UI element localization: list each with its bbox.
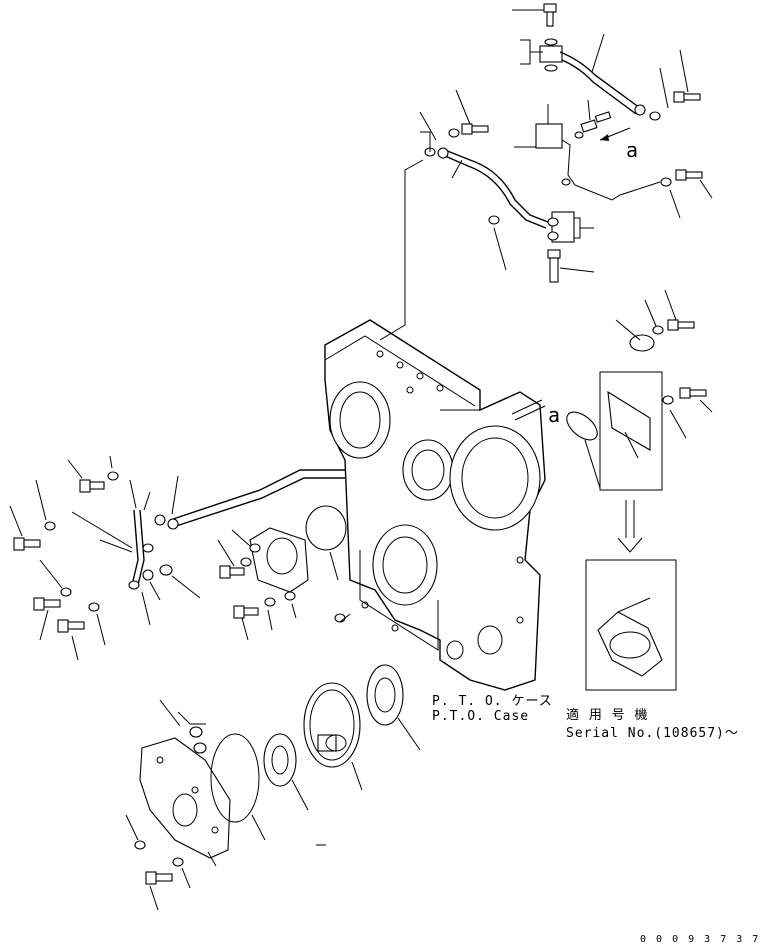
left-fittings xyxy=(9,455,345,661)
bolt-cover2-icon xyxy=(679,387,707,399)
bolt-flange2-icon xyxy=(233,605,259,619)
cover-plate-assembly xyxy=(566,289,713,691)
pto-case-housing xyxy=(324,319,546,691)
pump-flange xyxy=(217,505,351,641)
bolt-right-lower-icon xyxy=(675,169,703,181)
pto-case-jp-label: P. T. O. ケース xyxy=(432,694,553,709)
serial-en-label: Serial No.(108657)～ xyxy=(566,726,739,741)
bolt-left3-icon xyxy=(33,597,61,611)
detail-marker-a-top: a xyxy=(626,138,640,162)
serial-jp-label: 適 用 号 機 xyxy=(566,708,649,723)
bolt-left-top-icon xyxy=(461,123,489,135)
bolt-left2-icon xyxy=(13,537,41,551)
bolt-right-icon xyxy=(673,91,701,103)
bolt-lower-junction-icon xyxy=(547,249,561,283)
bolt-cover-icon xyxy=(667,319,695,331)
bolt-flange1-icon xyxy=(219,565,245,579)
bolt-top-icon xyxy=(543,3,557,27)
pto-case-en-label: P.T.O. Case xyxy=(432,709,530,724)
doc-number: 0 0 0 9 3 7 3 7 xyxy=(640,934,760,945)
parts-diagram: a a P. T. O. ケース P.T.O. Case 適 用 号 機 Ser… xyxy=(9,3,758,945)
bolt-bottom-icon xyxy=(145,871,173,885)
bolt-left1-icon xyxy=(79,479,105,493)
top-hose-assembly xyxy=(379,3,713,341)
bolt-left4-icon xyxy=(57,619,85,633)
gear-train xyxy=(125,664,421,911)
detail-marker-a-mid: a xyxy=(548,403,562,427)
down-arrow-icon xyxy=(617,500,643,553)
